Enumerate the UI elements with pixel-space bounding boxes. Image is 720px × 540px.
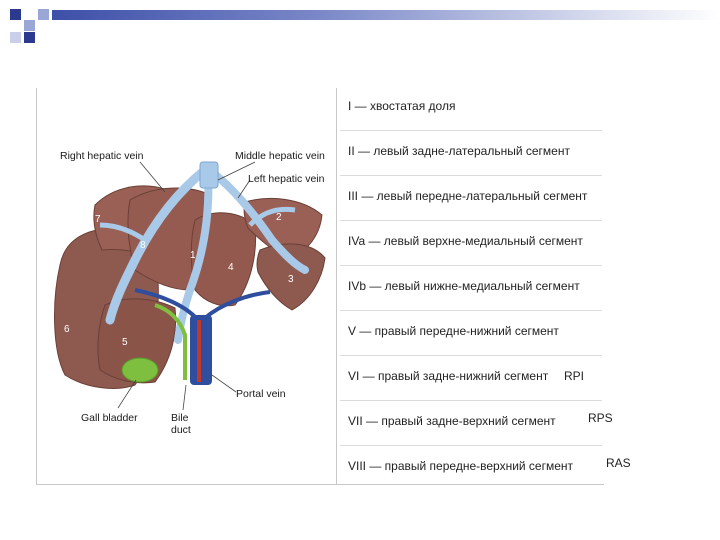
header-square: [24, 20, 35, 31]
header-square: [10, 32, 21, 43]
segment-number-7: 7: [95, 214, 101, 225]
segment-number-4: 4: [228, 262, 234, 273]
liver-segments-figure: 7 8 1 4 2 3 6 5 Right hepatic vein Middl…: [40, 130, 335, 445]
segment-row: II — левый задне-латеральный сегмент: [340, 131, 602, 176]
segment-row: VIII — правый передне-верхний сегмент RA…: [340, 446, 602, 490]
segment-number-5: 5: [122, 337, 128, 348]
header-bar: [52, 10, 720, 20]
segment-text: VI — правый задне-нижний сегмент: [348, 369, 548, 383]
segment-number-2: 2: [276, 212, 282, 223]
segment-code: RPS: [588, 411, 613, 425]
segment-text: IVa — левый верхне-медиальный сегмент: [348, 234, 583, 248]
slide-header-decoration: [0, 0, 720, 50]
label-right-hepatic-vein: Right hepatic vein: [60, 150, 144, 162]
segment-number-8: 8: [140, 240, 146, 251]
segment-row: VI — правый задне-нижний сегмент RPI: [340, 356, 602, 401]
label-left-hepatic-vein: Left hepatic vein: [248, 173, 325, 185]
label-gall-bladder: Gall bladder: [81, 412, 138, 424]
header-square: [24, 32, 35, 43]
segment-row: I — хвостатая доля: [340, 86, 602, 131]
gall-bladder: [122, 358, 158, 382]
leader-line: [212, 375, 236, 392]
segment-code: RAS: [606, 456, 631, 470]
segment-row: IVa — левый верхне-медиальный сегмент: [340, 221, 602, 266]
label-middle-hepatic-vein: Middle hepatic vein: [235, 150, 325, 162]
segment-text: IVb — левый нижне-медиальный сегмент: [348, 279, 580, 293]
frame-line-left: [36, 88, 37, 484]
segment-code: RPI: [564, 369, 584, 383]
label-bile: Bile: [171, 412, 189, 424]
segment-list: I — хвостатая доля II — левый задне-лате…: [340, 86, 602, 490]
segment-row: III — левый передне-латеральный сегмент: [340, 176, 602, 221]
segment-text: VIII — правый передне-верхний сегмент: [348, 459, 573, 473]
segment-row: VII — правый задне-верхний сегмент RPS: [340, 401, 602, 446]
liver-illustration: 7 8 1 4 2 3 6 5 Right hepatic vein Middl…: [40, 130, 335, 445]
segment-number-1: 1: [190, 250, 196, 261]
header-square: [38, 9, 49, 20]
hepatic-artery: [197, 320, 201, 382]
leader-line: [183, 385, 186, 410]
label-portal-vein: Portal vein: [236, 388, 286, 400]
frame-line-middle: [336, 88, 337, 484]
segment-text: III — левый передне-латеральный сегмент: [348, 189, 587, 203]
header-square: [10, 9, 21, 20]
label-duct: duct: [171, 424, 191, 436]
segment-text: II — левый задне-латеральный сегмент: [348, 144, 570, 158]
segment-row: IVb — левый нижне-медиальный сегмент: [340, 266, 602, 311]
segment-text: V — правый передне-нижний сегмент: [348, 324, 559, 338]
ivc-upper: [200, 162, 218, 188]
segment-number-3: 3: [288, 274, 294, 285]
segment-number-6: 6: [64, 324, 70, 335]
segment-row: V — правый передне-нижний сегмент: [340, 311, 602, 356]
segment-text: I — хвостатая доля: [348, 99, 455, 113]
segment-text: VII — правый задне-верхний сегмент: [348, 414, 556, 428]
